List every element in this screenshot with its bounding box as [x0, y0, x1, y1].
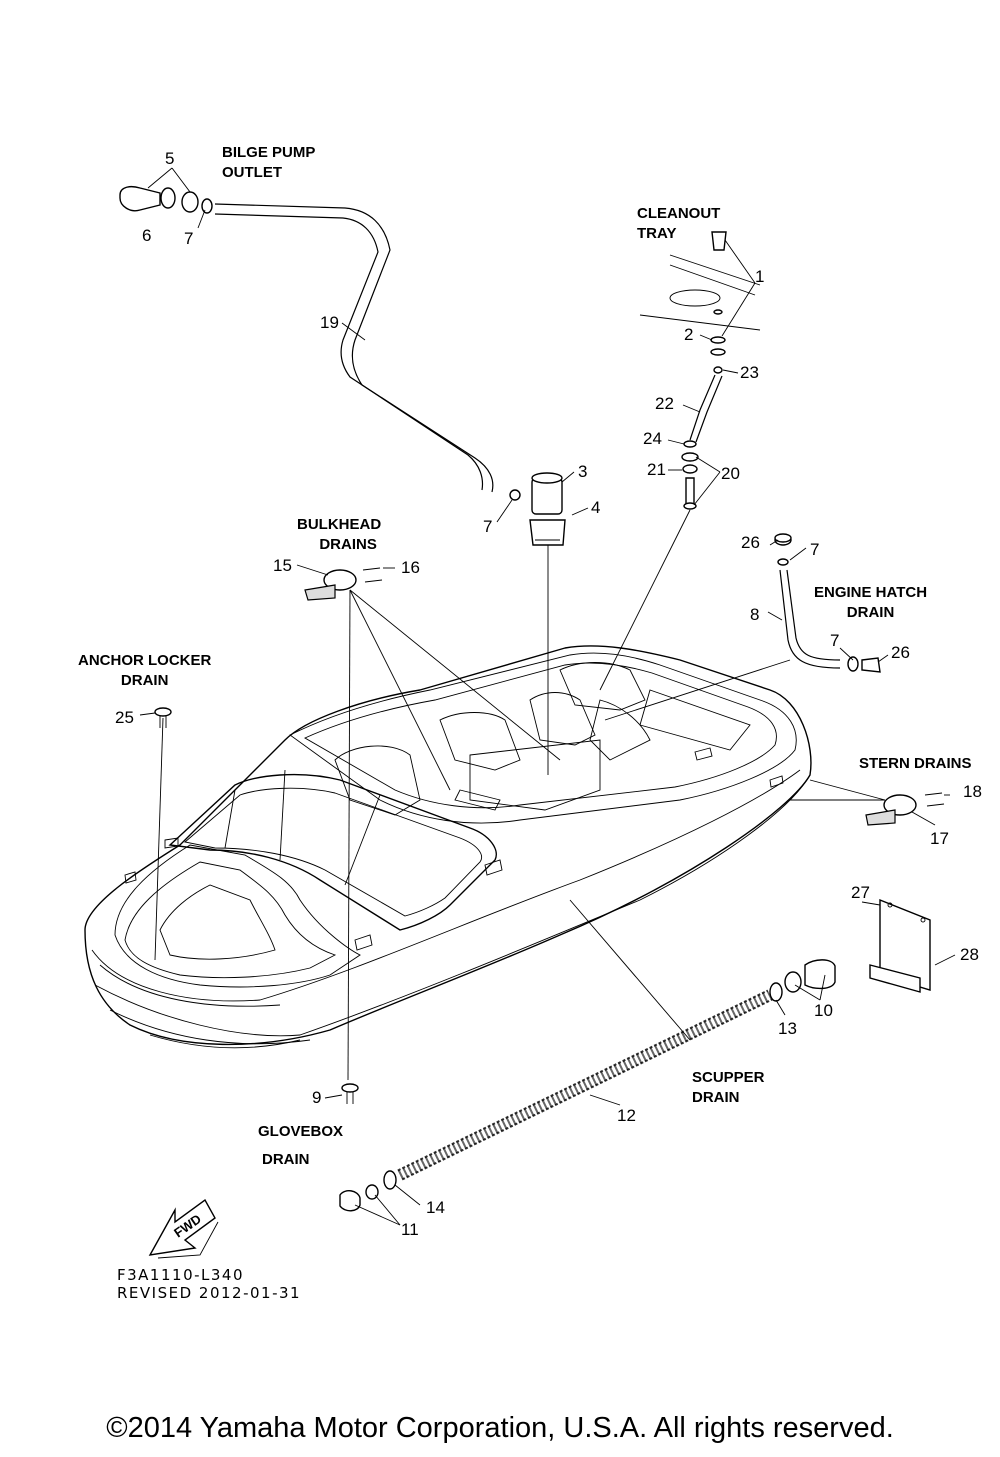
callout-16: 16: [401, 558, 420, 577]
label-line: DRAIN: [262, 1151, 310, 1168]
bilge-outlet-fitting-5: [119, 186, 213, 214]
label-line: CLEANOUT: [637, 205, 721, 222]
label-line: DRAINS: [319, 536, 377, 553]
label-cleanout-tray: CLEANOUT TRAY: [637, 204, 720, 244]
callout-8: 8: [750, 605, 760, 624]
screw-26: [774, 533, 792, 543]
callout-7: 7: [830, 631, 840, 650]
callout-26: 26: [891, 643, 910, 662]
label-scupper-drain: SCUPPER DRAIN: [692, 1068, 765, 1108]
bracket-27: [869, 898, 931, 993]
callout-5: 5: [165, 149, 175, 168]
callout-27: 27: [851, 883, 870, 902]
callout-25: 25: [115, 708, 134, 727]
callout-21: 21: [647, 460, 666, 479]
callout-7: 7: [483, 517, 493, 536]
stern-drain-17: [865, 792, 945, 826]
scupper-hose-12: [339, 959, 836, 1212]
label-line: GLOVEBOX: [258, 1123, 344, 1140]
callout-9: 9: [312, 1088, 322, 1107]
copyright-notice: ©2014 Yamaha Motor Corporation, U.S.A. A…: [106, 1412, 894, 1444]
label-bilge-pump-outlet: BILGE PUMP OUTLET: [222, 143, 315, 183]
callout-3: 3: [578, 462, 588, 481]
callout-23: 23: [740, 363, 759, 382]
label-engine-hatch-drain: ENGINE HATCH DRAIN: [814, 583, 927, 623]
label-line: ANCHOR LOCKER: [78, 652, 212, 669]
label-glovebox-drain: GLOVEBOX DRAIN: [258, 1122, 343, 1170]
callout-15: 15: [273, 556, 292, 575]
bulkhead-drain-15: [304, 567, 383, 601]
label-line: DRAIN: [846, 604, 895, 621]
callout-19: 19: [320, 313, 339, 332]
label-stern-drains: STERN DRAINS: [859, 754, 972, 774]
fwd-arrow-icon: [148, 1198, 219, 1259]
callout-24: 24: [643, 429, 662, 448]
callout-6: 6: [142, 226, 152, 245]
label-bulkhead-drains: BULKHEAD DRAINS: [297, 515, 381, 555]
callout-18: 18: [963, 782, 982, 801]
callout-14: 14: [426, 1198, 445, 1217]
screw-25: [154, 707, 172, 728]
label-anchor-locker-drain: ANCHOR LOCKER DRAIN: [78, 651, 211, 691]
boat-hull: [84, 645, 812, 1049]
callout-7: 7: [810, 540, 820, 559]
label-line: OUTLET: [222, 164, 282, 181]
label-line: DRAIN: [120, 672, 169, 689]
drawing-code: F3A1110-L340: [117, 1266, 245, 1284]
label-line: BILGE PUMP: [222, 144, 316, 161]
callout-28: 28: [960, 945, 979, 964]
callout-10: 10: [814, 1001, 833, 1020]
label-line: SCUPPER: [692, 1069, 765, 1086]
callout-1: 1: [755, 267, 765, 286]
label-line: TRAY: [637, 225, 677, 242]
label-line: DRAIN: [692, 1089, 740, 1106]
bilge-hose-19: [214, 203, 494, 493]
callout-2: 2: [684, 325, 694, 344]
callout-11: 11: [401, 1220, 419, 1239]
cleanout-tray: [639, 231, 761, 510]
callout-4: 4: [591, 498, 601, 517]
callout-26: 26: [741, 533, 760, 552]
callout-20: 20: [721, 464, 740, 483]
bilge-pump-3: [509, 472, 566, 546]
leader-lines: [139, 167, 956, 1226]
callout-22: 22: [655, 394, 674, 413]
label-line: STERN DRAINS: [859, 755, 972, 772]
callout-13: 13: [778, 1019, 797, 1038]
label-line: ENGINE HATCH: [814, 584, 928, 601]
revision-date: REVISED 2012-01-31: [117, 1284, 302, 1302]
label-line: BULKHEAD: [297, 516, 382, 533]
callout-7: 7: [184, 229, 194, 248]
screw-9: [341, 1083, 359, 1104]
callout-17: 17: [930, 829, 949, 848]
callout-12: 12: [617, 1106, 636, 1125]
